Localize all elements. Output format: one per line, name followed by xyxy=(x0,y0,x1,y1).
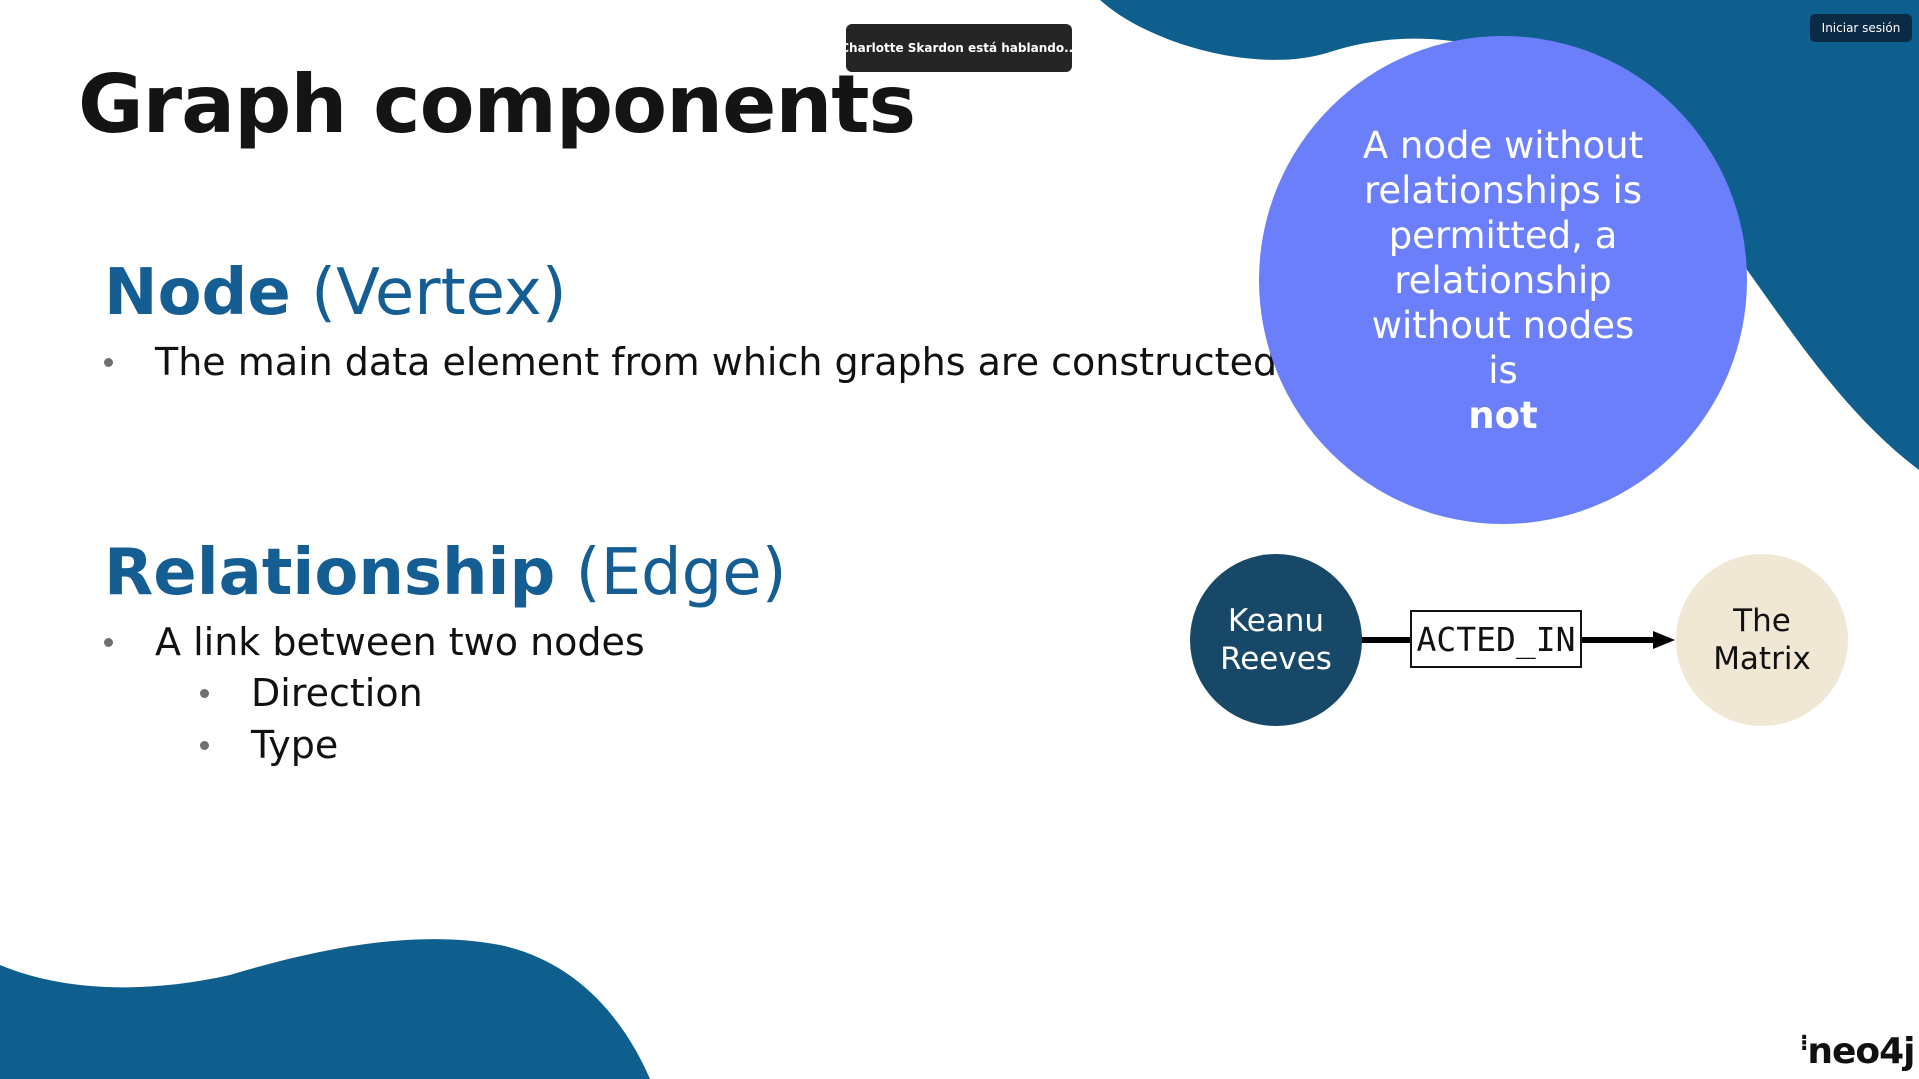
sub-bullet-text: Type xyxy=(251,723,339,767)
callout-circle: A node without relationships is permitte… xyxy=(1259,36,1747,524)
source-node-line-1: Keanu xyxy=(1227,603,1325,639)
bullet-dot xyxy=(200,740,209,750)
bottom-left-blob xyxy=(0,939,650,1079)
node-heading: Node (Vertex) xyxy=(104,256,567,330)
neo4j-logo: ⁝neo4j xyxy=(1800,1031,1916,1072)
relationship-heading: Relationship (Edge) xyxy=(104,536,787,610)
node-bullet-text: The main data element from which graphs … xyxy=(155,340,1278,384)
sub-bullet-text: Direction xyxy=(251,671,423,715)
bullet-dot xyxy=(104,357,113,367)
source-node: Keanu Reeves xyxy=(1190,554,1362,726)
callout-text: A node without relationships is permitte… xyxy=(1353,123,1653,438)
relationship-heading-soft: (Edge) xyxy=(575,536,787,610)
node-bullet: The main data element from which graphs … xyxy=(104,340,1277,384)
logo-dots-icon: ⁝ xyxy=(1800,1031,1808,1056)
bullet-dot xyxy=(200,688,209,698)
target-node-line-2: Matrix xyxy=(1713,641,1811,677)
callout-body: A node without relationships is permitte… xyxy=(1362,123,1644,392)
slide-title: Graph components xyxy=(78,58,916,151)
bullet-dot xyxy=(104,637,113,647)
relationship-heading-strong: Relationship xyxy=(104,536,556,610)
arrow-head xyxy=(1653,631,1675,649)
node-heading-soft: (Vertex) xyxy=(311,256,567,330)
logo-text: neo4j xyxy=(1807,1031,1915,1072)
node-heading-strong: Node xyxy=(104,256,291,330)
relationship-bullet: A link between two nodes xyxy=(104,620,645,664)
top-right-blob xyxy=(1100,0,1919,470)
relationship-sub-bullet-type: Type xyxy=(200,723,338,767)
speaking-indicator: Charlotte Skardon está hablando... xyxy=(840,24,1078,72)
relationship-arrow xyxy=(1355,631,1675,649)
relationship-bullet-text: A link between two nodes xyxy=(155,620,645,664)
relationship-type-label: ACTED_IN xyxy=(1410,610,1582,668)
target-node-line-1: The xyxy=(1733,603,1791,639)
signin-button[interactable]: Iniciar sesión xyxy=(1810,14,1912,42)
callout-emphasis: not xyxy=(1468,393,1538,437)
source-node-line-2: Reeves xyxy=(1220,641,1332,677)
relationship-sub-bullet-direction: Direction xyxy=(200,671,423,715)
target-node: The Matrix xyxy=(1676,554,1848,726)
